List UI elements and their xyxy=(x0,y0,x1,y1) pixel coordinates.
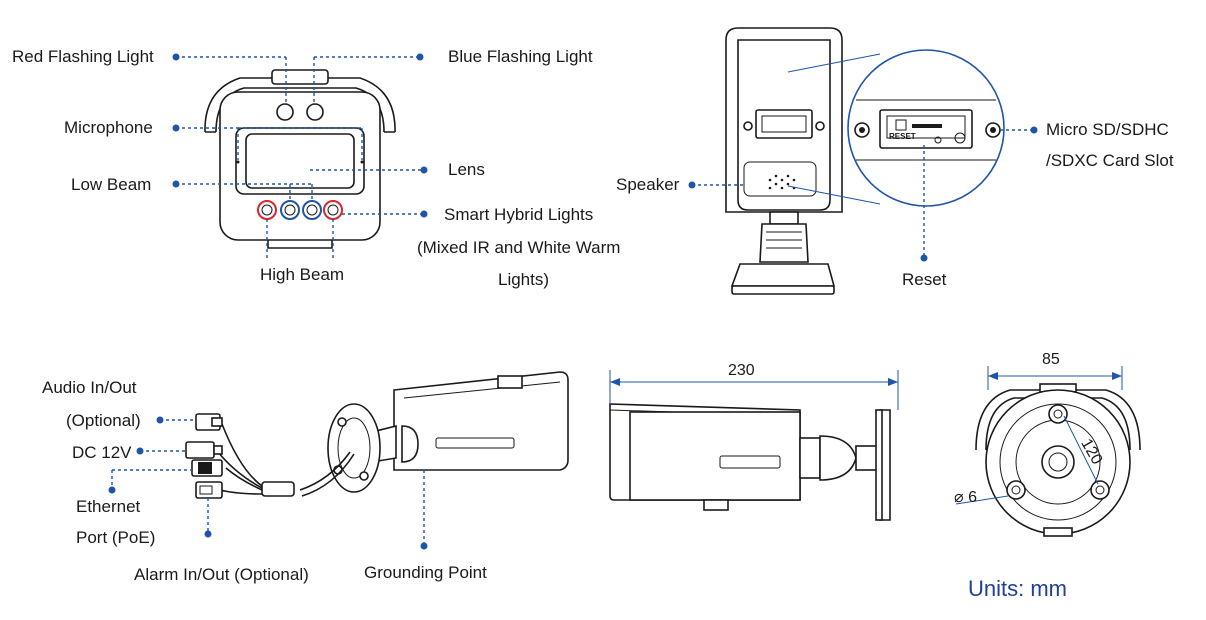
card-slot-magnifier xyxy=(787,49,1005,207)
label-smart-hybrid-line1: Smart Hybrid Lights xyxy=(444,205,594,224)
label-ethernet-line1: Ethernet xyxy=(76,497,141,516)
front-view-camera xyxy=(204,69,396,249)
label-blue-flashing-light: Blue Flashing Light xyxy=(448,47,593,66)
label-speaker: Speaker xyxy=(616,175,680,194)
label-microphone: Microphone xyxy=(64,118,153,137)
dimension-length: 230 xyxy=(728,362,755,379)
back-view-leaders xyxy=(688,126,1038,262)
label-dc-12v: DC 12V xyxy=(72,443,132,462)
front-view-leaders xyxy=(172,53,428,260)
label-low-beam: Low Beam xyxy=(71,175,152,194)
label-audio-line1: Audio In/Out xyxy=(42,378,137,397)
label-smart-hybrid-line2: (Mixed IR and White Warm xyxy=(417,238,621,257)
cable-view-leaders xyxy=(108,416,428,550)
label-micro-sd-line1: Micro SD/SDHC xyxy=(1046,120,1169,139)
label-high-beam: High Beam xyxy=(260,265,345,284)
label-micro-sd-line2: /SDXC Card Slot xyxy=(1046,151,1174,170)
label-red-flashing-light: Red Flashing Light xyxy=(12,47,154,66)
label-reset: Reset xyxy=(902,270,947,289)
units-note: Units: mm xyxy=(968,576,1067,601)
reset-silkscreen-text: RESET xyxy=(889,132,916,141)
side-view-camera xyxy=(609,403,891,521)
label-ethernet-line2: Port (PoE) xyxy=(76,528,156,547)
cable-view-camera xyxy=(327,371,569,493)
width-dimension xyxy=(987,366,1123,390)
length-dimension xyxy=(609,370,899,410)
label-smart-hybrid-line3: Lights) xyxy=(498,270,550,289)
label-lens: Lens xyxy=(448,160,485,179)
base-view-camera xyxy=(975,383,1141,537)
cable-harness xyxy=(185,413,355,499)
label-grounding-point: Grounding Point xyxy=(364,563,487,582)
dimension-width: 85 xyxy=(1042,351,1060,368)
back-view-camera xyxy=(725,27,843,295)
dimension-hole-diameter: ⌀ 6 xyxy=(954,489,977,506)
label-audio-line2: (Optional) xyxy=(66,411,141,430)
hole-dimension xyxy=(955,415,1099,505)
label-alarm: Alarm In/Out (Optional) xyxy=(134,565,309,584)
